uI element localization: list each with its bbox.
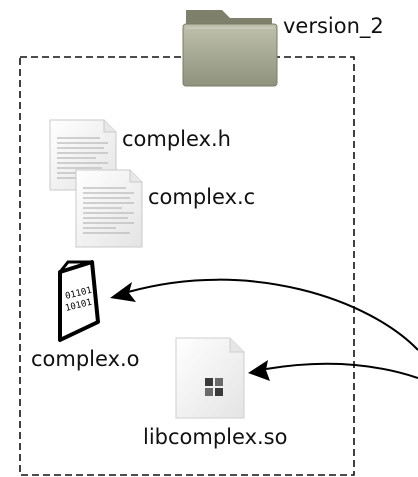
binary-file-icon: 01101 10101 [58, 260, 100, 342]
file-label-complex-h: complex.h [122, 127, 231, 151]
library-file-icon [175, 337, 245, 419]
file-label-complex-c: complex.c [148, 185, 256, 209]
folder-label: version_2 [283, 14, 384, 38]
arrow-to-libcomplex-so [248, 360, 418, 381]
text-file-icon [75, 169, 143, 248]
file-label-libcomplex-so: libcomplex.so [143, 425, 288, 449]
folder-icon [182, 10, 278, 87]
file-label-complex-o: complex.o [31, 347, 140, 371]
arrow-to-complex-o [110, 278, 418, 351]
